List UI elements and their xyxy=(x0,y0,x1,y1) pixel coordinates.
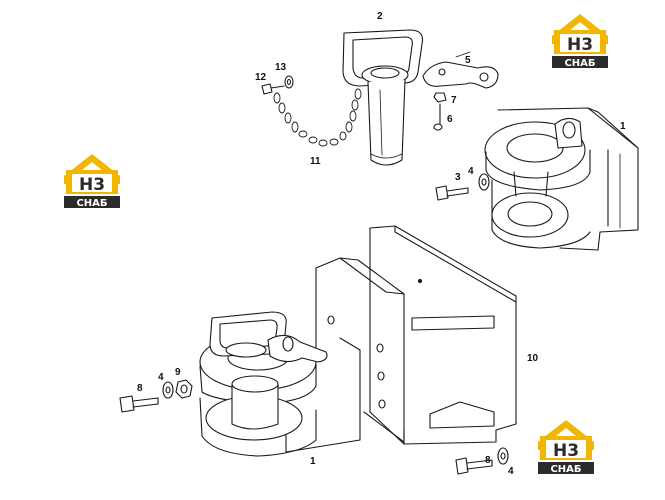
chain-part-11 xyxy=(273,88,362,147)
callout-11: 11 xyxy=(310,156,321,167)
svg-text:H3: H3 xyxy=(567,35,593,55)
h3-snab-logo-left: H3 СНАБ xyxy=(60,148,124,210)
callout-10: 10 xyxy=(527,353,539,364)
callout-4-mid: 4 xyxy=(468,166,474,177)
h3-snab-logo-bottom-right: H3 СНАБ xyxy=(534,414,598,476)
h3-snab-logo-top-right: H3 СНАБ xyxy=(548,8,612,70)
bolt-part-8-bottom xyxy=(455,457,493,475)
logo-mark-icon: H3 СНАБ xyxy=(538,420,594,475)
clip-plate-part-5 xyxy=(422,51,499,89)
hitch-jaw-upper-part-1 xyxy=(484,107,639,251)
callout-13: 13 xyxy=(275,62,287,73)
bolt-part-6 xyxy=(433,103,443,131)
washer-part-4-left xyxy=(162,381,174,399)
bolt-part-8-left xyxy=(119,395,159,413)
nut-part-7 xyxy=(433,92,447,103)
callout-8-left: 8 xyxy=(137,383,143,394)
callout-6: 6 xyxy=(447,114,453,125)
pin-with-handle-part-2 xyxy=(342,29,424,166)
callout-12: 12 xyxy=(255,72,267,83)
callout-4-bottom: 4 xyxy=(508,466,514,477)
callout-8-bottom: 8 xyxy=(485,455,491,466)
svg-text:СНАБ: СНАБ xyxy=(550,464,581,475)
callout-4-left: 4 xyxy=(158,372,164,383)
svg-text:СНАБ: СНАБ xyxy=(564,58,595,69)
nut-part-9 xyxy=(175,379,193,399)
callout-1-top: 1 xyxy=(620,121,626,132)
callout-3: 3 xyxy=(455,172,461,183)
hitch-jaw-lower-part-1 xyxy=(199,311,361,457)
logo-mark-icon: H3 СНАБ xyxy=(552,14,608,69)
callout-5: 5 xyxy=(465,55,471,66)
bolt-part-12 xyxy=(261,83,285,95)
logo-mark-icon: H3 СНАБ xyxy=(64,154,120,209)
bolt-part-3 xyxy=(435,185,469,201)
washer-part-4-mid xyxy=(478,173,490,191)
washer-part-4-bottom xyxy=(497,447,509,465)
callout-2: 2 xyxy=(377,11,383,22)
callout-9: 9 xyxy=(175,367,181,378)
washer-part-13 xyxy=(284,75,294,89)
svg-text:H3: H3 xyxy=(79,175,105,195)
mounting-plate-part-10 xyxy=(315,225,517,445)
callout-7: 7 xyxy=(451,95,457,106)
svg-text:H3: H3 xyxy=(553,441,579,461)
callout-1-bottom: 1 xyxy=(310,456,316,467)
svg-text:СНАБ: СНАБ xyxy=(76,198,107,209)
